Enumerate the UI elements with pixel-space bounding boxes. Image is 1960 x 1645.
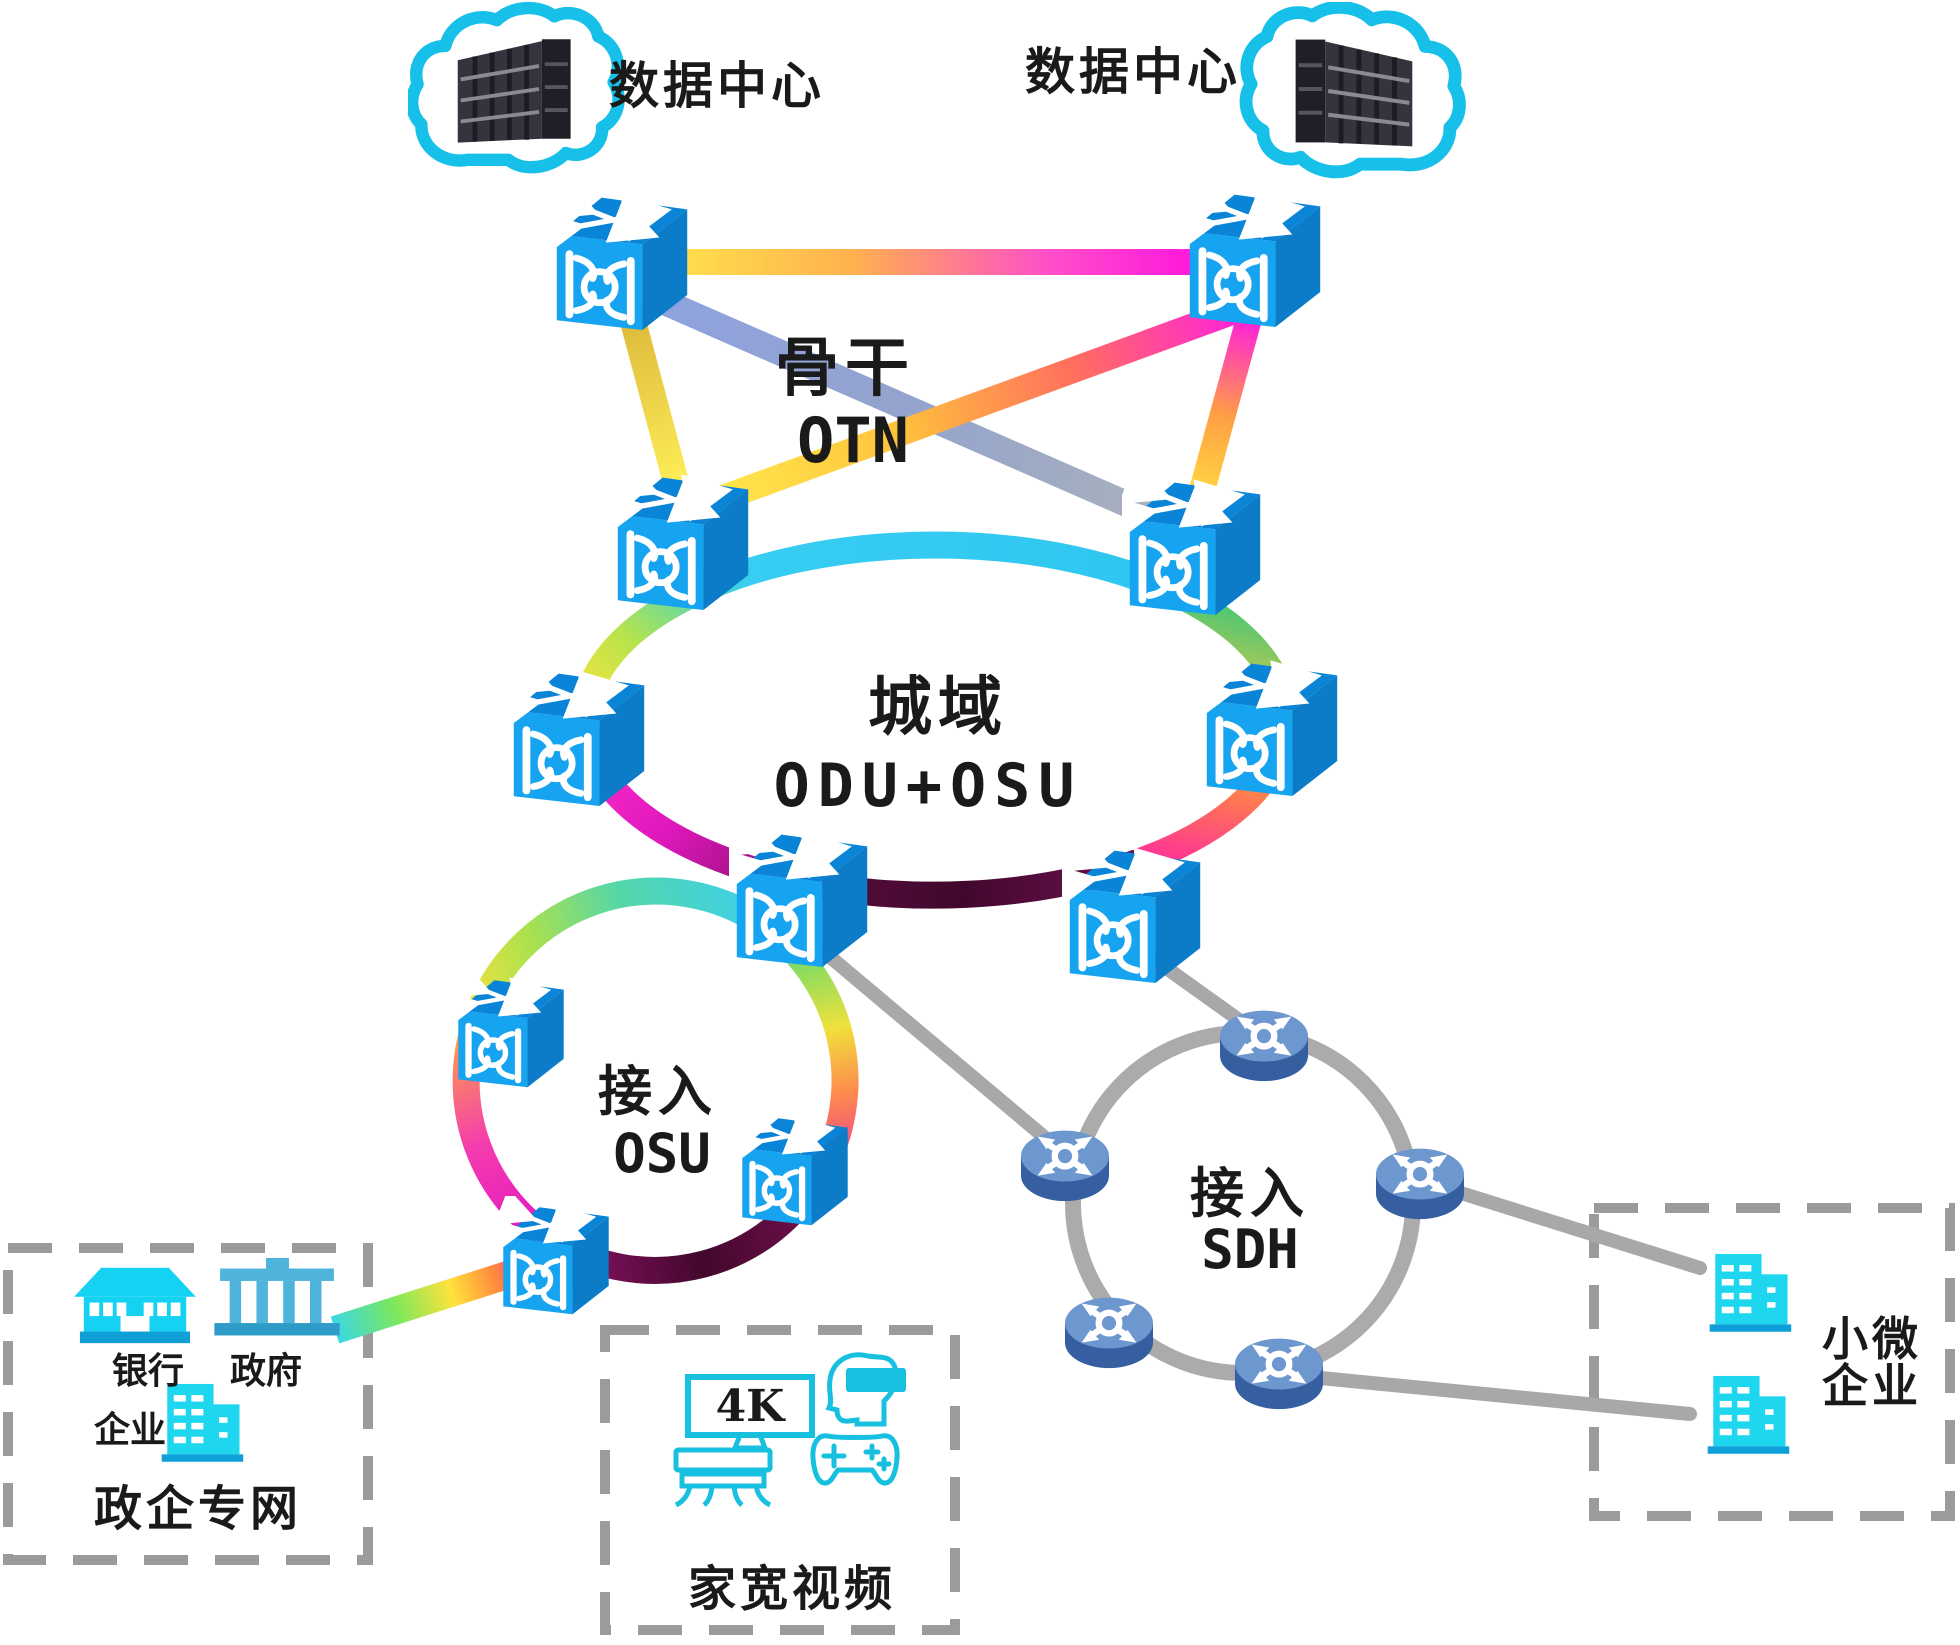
label-backbone-en: OTN [797,404,909,477]
metro-ring-top-arc [674,531,1196,610]
backbone-links [617,249,1263,527]
cloud-datacenter-icon-left [412,8,618,167]
label-access-osu-cn: 接入 [598,1062,718,1122]
enterprise-building-icon [161,1383,244,1462]
label-metro-cn: 城域 [868,671,1008,743]
sdh-router-icon-top [1220,1011,1308,1081]
label-access-sdh-en: SDH [1201,1218,1299,1281]
link-sdhRight-smallbiz1 [1438,1181,1707,1275]
enterprise-building-icon-smallbiz-2 [1707,1375,1790,1454]
link-bbTR-bbMR [1187,311,1263,502]
otn-switch-icon-metro-right [1207,664,1337,796]
otn-switch-icon-metro-bottomcenter [737,835,867,967]
cloud-datacenter-icon-right [1246,7,1459,172]
label-government: 政府 [230,1350,302,1391]
zone-box-small-micro-enterprise [1589,1203,1955,1521]
tv-4k-icon: 4K [685,1374,815,1451]
zone-box-home-broadband [600,1325,960,1635]
label-enterprise: 企业 [94,1409,166,1450]
otn-switch-icon-osu-right [742,1118,847,1225]
link-sdhBR-smallbiz2 [1293,1369,1697,1421]
link-bbTR-bbML [707,299,1237,515]
enterprise-building-icon-smallbiz-1 [1709,1253,1792,1332]
label-access-osu-en: OSU [613,1122,711,1185]
otn-switch-icon-backbone-topright [1190,195,1320,327]
label-smallbiz-line1: 小微 [1822,1313,1922,1365]
otn-switch-icon-backbone-midleft [618,478,748,610]
label-datacenter-right: 数据中心 [1025,44,1241,100]
label-zone-gov-enterprise: 政企专网 [94,1483,302,1536]
sdh-router-icon-bottomright [1235,1339,1323,1409]
zone-box-gov-enterprise [3,1243,373,1565]
label-backbone-cn: 骨干 [775,332,915,404]
sdh-router-icon-left [1021,1131,1109,1201]
label-smallbiz-line2: 企业 [1822,1360,1922,1412]
label-zone-home-broadband: 家宽视频 [688,1563,896,1616]
otn-switch-icon-backbone-topleft [557,198,687,330]
link-bbTL-bbMR [649,286,1158,527]
label-metro-en: ODU+OSU [774,751,1083,821]
bank-icon [74,1267,196,1344]
gray-links [803,933,1707,1421]
gamepad-icon [810,1433,900,1486]
tv-bench-icon [673,1447,773,1508]
link-bbTL-bbML [617,306,691,494]
label-datacenter-left: 数据中心 [609,58,825,114]
sdh-router-icon-right [1376,1149,1464,1219]
government-icon [214,1258,340,1336]
tv-4k-badge: 4K [716,1381,787,1432]
link-metroBC-sdhLeft [803,933,1069,1159]
otn-switch-icon-metro-left [514,674,644,806]
sdh-router-icon-bottomleft [1065,1298,1153,1368]
vr-headset-icon [825,1352,906,1427]
label-bank: 银行 [112,1350,184,1391]
label-access-sdh-cn: 接入 [1190,1164,1310,1224]
osu-ring-topleft-arc [464,877,777,1029]
